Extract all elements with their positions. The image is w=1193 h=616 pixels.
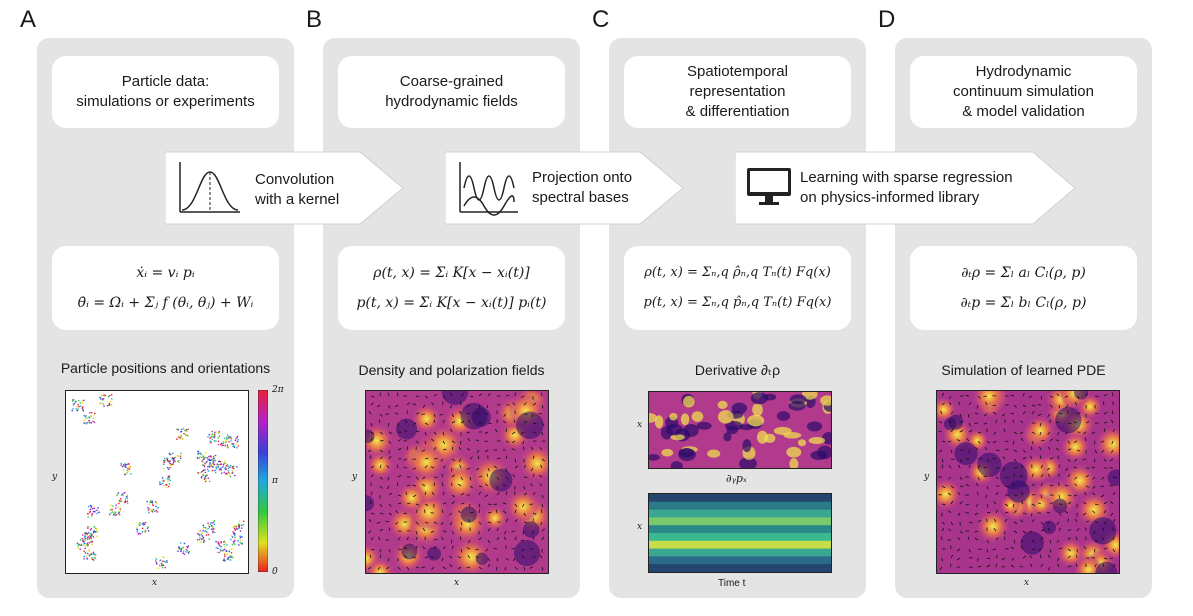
panel-c-subtitle: Derivative ∂ₜρ (694, 362, 781, 378)
derivative-p-strip (648, 493, 832, 573)
panel-letter-b: B (306, 6, 323, 33)
panel-b-axis-y: y (352, 472, 358, 482)
panel-b-equations: ρ(t, x) = Σᵢ K[x − xᵢ(t)] p(t, x) = Σᵢ K… (338, 246, 565, 330)
colorbar (258, 390, 268, 572)
equation-d-2: ∂ₜp = Σₗ bₗ Cₗ(ρ, p) (960, 295, 1087, 311)
panel-letter-a: A (20, 6, 37, 33)
arrow-projection-label: Projection onto spectral bases (532, 169, 633, 206)
panel-d-axis-y: y (924, 472, 930, 482)
panel-c-axis-time: Time t (718, 578, 746, 589)
equation-b-2: p(t, x) = Σᵢ K[x − xᵢ(t)] pᵢ(t) (356, 295, 547, 311)
particle-scatter-plot (65, 390, 249, 574)
panel-d-title: Hydrodynamic continuum simulation & mode… (910, 56, 1137, 128)
panel-letter-d: D (878, 6, 896, 33)
panel-a-subtitle: Particle positions and orientations (60, 360, 271, 376)
colorbar-tick-mid: π (272, 476, 278, 486)
arrow-learning-label: Learning with sparse regression on physi… (800, 169, 1013, 206)
learned-pde-heatmap (936, 390, 1120, 574)
equation-d-1: ∂ₜρ = Σₗ aₗ Cₗ(ρ, p) (961, 265, 1086, 281)
panel-c-mid-label: ∂ᵧpₓ (726, 472, 747, 485)
panel-a-axis-x: x (152, 578, 158, 588)
colorbar-tick-top: 2π (272, 385, 284, 395)
panel-c-equations: ρ(t, x) = Σₙ,q ρ̂ₙ,q Tₙ(t) Fq(x) p(t, x)… (624, 246, 851, 330)
panel-c-title: Spatiotemporal representation & differen… (624, 56, 851, 128)
arrow-learning (735, 151, 1076, 225)
panel-a-title: Particle data: simulations or experiment… (52, 56, 279, 128)
spectral-waves-icon (459, 162, 518, 216)
panel-a-equations: ẋᵢ = vᵢ pᵢ θ̇ᵢ = Ωᵢ + Σⱼ f (θᵢ, θⱼ) + Wᵢ (52, 246, 279, 330)
panel-c-axis-y-bottom: x (637, 522, 643, 532)
equation-b-1: ρ(t, x) = Σᵢ K[x − xᵢ(t)] (373, 265, 530, 281)
equation-a-2: θ̇ᵢ = Ωᵢ + Σⱼ f (θᵢ, θⱼ) + Wᵢ (77, 295, 254, 311)
panel-d-axis-x: x (1024, 578, 1030, 588)
equation-c-1: ρ(t, x) = Σₙ,q ρ̂ₙ,q Tₙ(t) Fq(x) (644, 265, 831, 280)
panel-letter-c: C (592, 6, 610, 33)
panel-d-subtitle: Simulation of learned PDE (941, 362, 1106, 378)
panel-b-title: Coarse-grained hydrodynamic fields (338, 56, 565, 128)
panel-d-equations: ∂ₜρ = Σₗ aₗ Cₗ(ρ, p) ∂ₜp = Σₗ bₗ Cₗ(ρ, p… (910, 246, 1137, 330)
panel-b-axis-x: x (454, 578, 460, 588)
density-polarization-heatmap (365, 390, 549, 574)
arrow-convolution (165, 151, 404, 225)
derivative-rho-strip (648, 391, 832, 469)
monitor-icon (747, 168, 791, 205)
panel-c-axis-y-top: x (637, 420, 643, 430)
colorbar-tick-bottom: 0 (272, 567, 278, 577)
gaussian-kernel-icon (179, 162, 240, 213)
panel-b-subtitle: Density and polarization fields (358, 362, 545, 378)
panel-a-axis-y: y (52, 472, 58, 482)
equation-a-1: ẋᵢ = vᵢ pᵢ (136, 265, 195, 281)
equation-c-2: p(t, x) = Σₙ,q p̂ₙ,q Tₙ(t) Fq(x) (643, 295, 832, 310)
arrow-convolution-label: Convolution with a kernel (255, 171, 340, 208)
